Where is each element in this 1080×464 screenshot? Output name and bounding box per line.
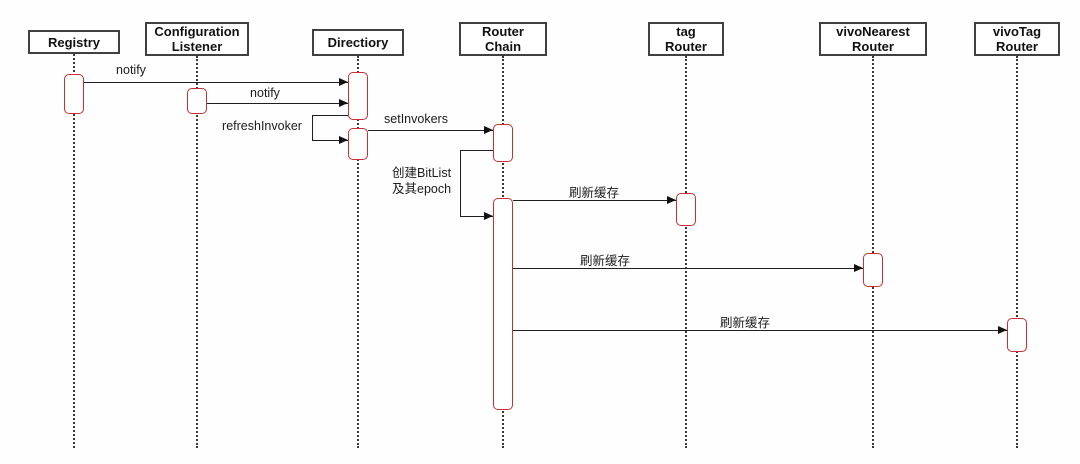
activation-vivotag-router	[1007, 318, 1027, 352]
message-label-refresh-cache-2: 刷新缓存	[579, 254, 630, 268]
message-label-notify-2: notify	[250, 86, 280, 100]
message-line-setinvokers	[368, 130, 493, 131]
message-line-notify-2	[207, 103, 348, 104]
lifeline-tag-router	[685, 56, 687, 448]
message-line-refresh-cache-3	[513, 330, 1007, 331]
actor-tag-router: tag Router	[648, 22, 724, 56]
arrowhead-icon	[484, 211, 493, 220]
lifeline-vivotag-router	[1016, 56, 1018, 448]
message-line-bitlist-vert	[460, 150, 461, 216]
message-line-bitlist-bottom	[460, 216, 493, 217]
actor-label: Router	[482, 24, 524, 39]
actor-directiory: Directiory	[312, 29, 404, 56]
activation-configuration-listener	[187, 88, 207, 114]
arrowhead-icon	[339, 98, 348, 107]
activation-router-chain-2	[493, 198, 513, 410]
actor-label: Registry	[47, 34, 101, 50]
message-line-refreshinvoker-top	[312, 115, 348, 116]
message-line-refreshinvoker-bottom	[312, 140, 348, 141]
activation-directiory-2	[348, 128, 368, 160]
arrowhead-icon	[854, 263, 863, 272]
actor-label: Router	[996, 39, 1038, 54]
actor-label: Router	[852, 39, 894, 54]
message-label-bitlist-line2: 及其epoch	[392, 182, 452, 196]
message-label-notify-1: notify	[116, 63, 146, 77]
arrowhead-icon	[339, 77, 348, 86]
message-line-refreshinvoker-vert	[312, 115, 313, 140]
actor-label: Chain	[484, 39, 522, 54]
message-label-refreshinvoker: refreshInvoker	[222, 119, 302, 133]
message-label-setinvokers: setInvokers	[384, 112, 448, 126]
arrowhead-icon	[339, 135, 348, 144]
actor-vivonearest-router: vivoNearest Router	[819, 22, 927, 56]
activation-registry	[64, 74, 84, 114]
message-label-refresh-cache-3: 刷新缓存	[719, 316, 770, 330]
actor-label: Router	[665, 39, 707, 54]
actor-vivotag-router: vivoTag Router	[974, 22, 1060, 56]
message-line-notify-1	[84, 82, 348, 83]
actor-router-chain: Router Chain	[459, 22, 547, 56]
actor-label: vivoTag	[992, 24, 1042, 39]
activation-directiory-1	[348, 72, 368, 120]
activation-vivonearest-router	[863, 253, 883, 287]
arrowhead-icon	[667, 195, 676, 204]
actor-label: Listener	[171, 39, 223, 54]
arrowhead-icon	[998, 325, 1007, 334]
lifeline-vivonearest-router	[872, 56, 874, 448]
activation-tag-router	[676, 193, 696, 226]
message-line-refresh-cache-2	[513, 268, 863, 269]
activation-router-chain-1	[493, 124, 513, 162]
actor-configuration-listener: Configuration Listener	[145, 22, 249, 56]
actor-label: tag	[676, 24, 696, 39]
message-label-bitlist-line1: 创建BitList	[392, 166, 452, 180]
actor-label: vivoNearest	[836, 24, 910, 39]
lifeline-directiory	[357, 56, 359, 448]
message-line-bitlist-top	[460, 150, 493, 151]
arrowhead-icon	[484, 125, 493, 134]
actor-registry: Registry	[28, 30, 120, 54]
message-label-refresh-cache-1: 刷新缓存	[568, 186, 619, 200]
message-line-refresh-cache-1	[513, 200, 676, 201]
actor-label: Directiory	[327, 35, 389, 50]
lifeline-registry	[73, 54, 75, 448]
message-label-bitlist: 创建BitList 及其epoch	[392, 165, 458, 197]
actor-label: Configuration	[154, 24, 240, 39]
lifeline-configuration-listener	[196, 56, 198, 448]
